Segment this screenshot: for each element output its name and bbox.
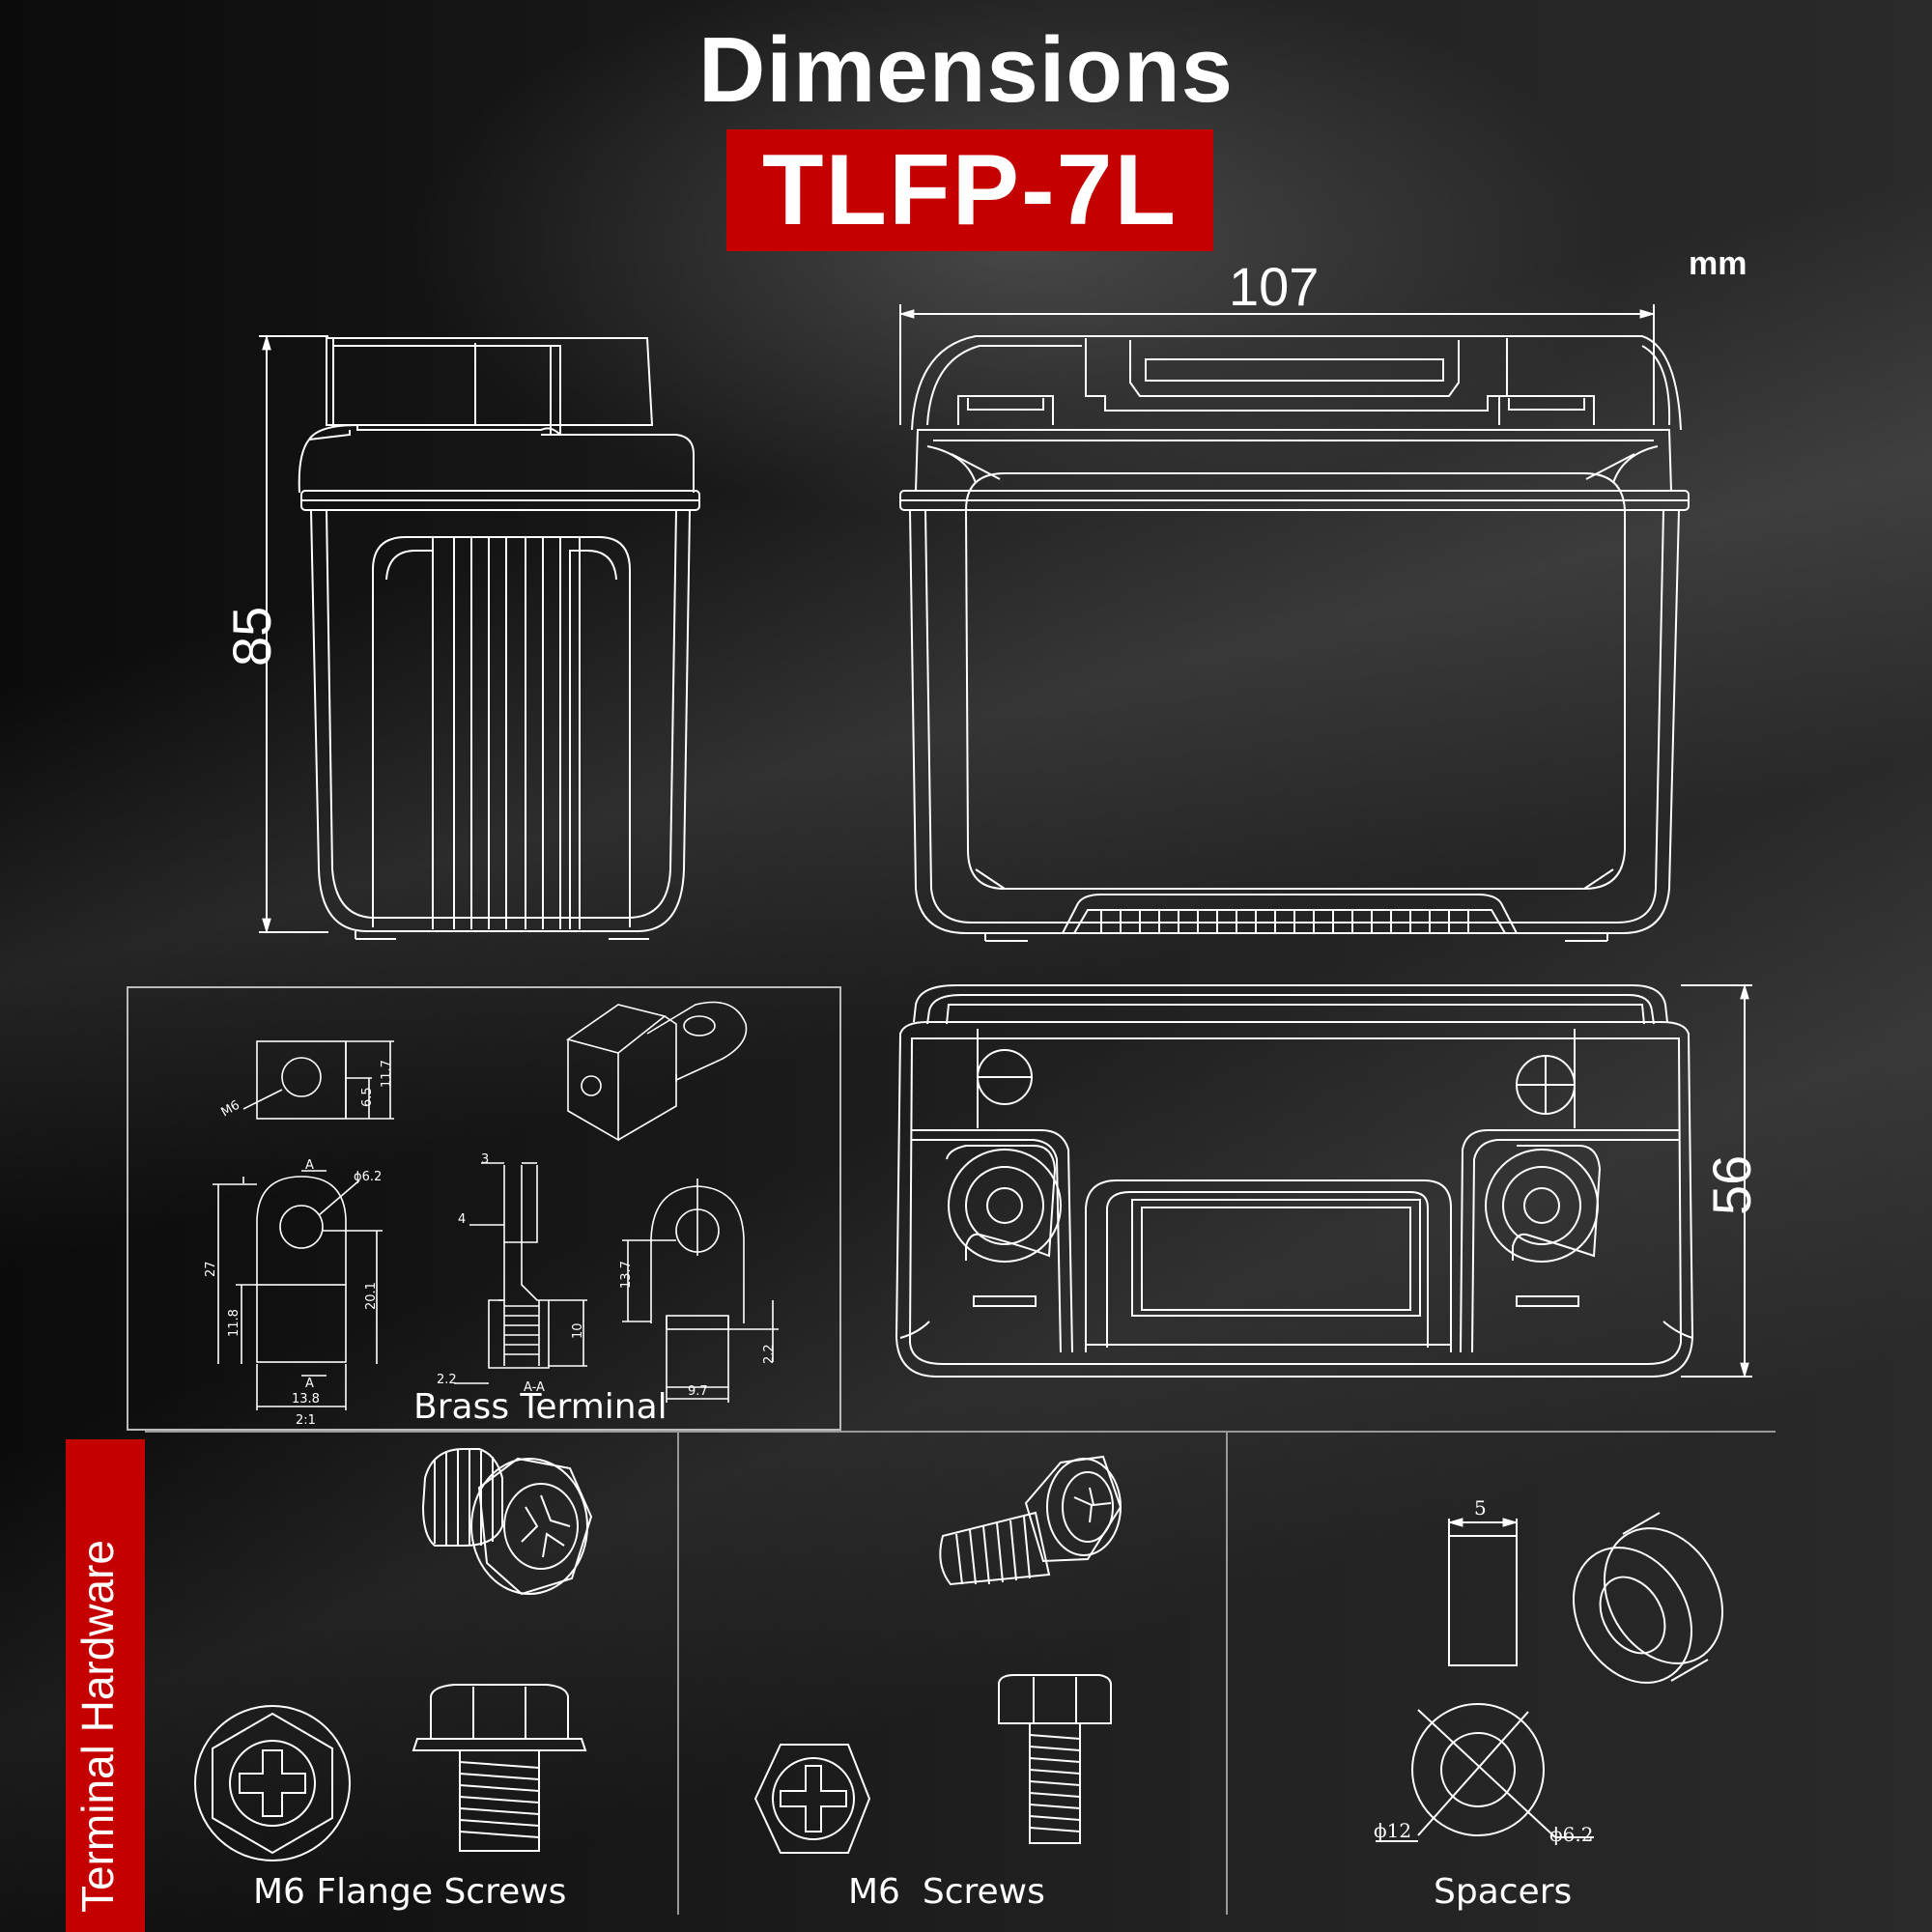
label-27: 27 (204, 1261, 218, 1277)
hardware-dividers (145, 1431, 1776, 1915)
label-3: 3 (481, 1152, 489, 1167)
label-4: 4 (458, 1212, 466, 1227)
spacer-outer-label: ϕ12 (1374, 1819, 1411, 1842)
label-11-8: 11.8 (227, 1309, 242, 1337)
depth-dimension-line (1681, 983, 1752, 1378)
label-a-top: A (305, 1158, 314, 1173)
spacer-inner-label: ϕ6.2 (1549, 1823, 1593, 1846)
label-m6: M6 (219, 1098, 242, 1121)
spacer-top (1376, 1703, 1594, 1842)
brass-terminal-caption: Brass Terminal (413, 1387, 668, 1427)
battery-side-view (298, 337, 700, 940)
label-6-5: 6.5 (360, 1087, 375, 1107)
label-phi-6-2: ϕ6.2 (354, 1170, 382, 1184)
brass-terminal-drawing (213, 1001, 779, 1410)
label-13-8: 13.8 (292, 1392, 320, 1406)
terminal-hardware-tab (66, 1439, 145, 1932)
spacers-caption: Spacers (1434, 1872, 1573, 1912)
flange-screw-3d (421, 1448, 593, 1596)
terminal-hardware-label: Terminal Hardware (72, 1539, 123, 1913)
m6-screws-caption: M6 Screws (848, 1872, 1045, 1912)
label-a-bottom: A (305, 1377, 314, 1391)
flange-screws-caption: M6 Flange Screws (253, 1872, 567, 1912)
spacer-side (1447, 1518, 1519, 1666)
m6-screw-3d (939, 1455, 1122, 1586)
page-title: Dimensions (697, 18, 1235, 122)
terminal-detail-panel (127, 986, 841, 1431)
m6-screw-top (753, 1744, 871, 1854)
battery-front-view (899, 335, 1690, 942)
label-11-7: 11.7 (380, 1060, 394, 1088)
spacer-width-label: 5 (1474, 1496, 1487, 1520)
battery-top-view (895, 984, 1694, 1378)
width-dimension-line (898, 304, 1656, 425)
label-2-2-a: 2.2 (437, 1373, 457, 1387)
label-scale: 2:1 (296, 1413, 316, 1428)
terminal-dimension-labels: M6 6.5 11.7 A ϕ6.2 27 11.8 20.1 A 13.8 2… (204, 1060, 777, 1428)
label-9-7: 9.7 (688, 1384, 708, 1399)
m6-screw-side (998, 1674, 1112, 1844)
label-20-1: 20.1 (364, 1282, 379, 1310)
flange-screw-top (194, 1705, 351, 1861)
label-2-2-b: 2.2 (762, 1344, 777, 1364)
flange-screw-side (412, 1684, 587, 1852)
label-10: 10 (571, 1322, 585, 1339)
width-dimension: 107 (1229, 256, 1320, 317)
model-badge: TLFP-7L (726, 129, 1213, 251)
height-dimension-line (259, 334, 328, 934)
label-13-7: 13.7 (619, 1261, 634, 1289)
spacer-3d (1573, 1512, 1723, 1684)
label-a-a: A-A (524, 1380, 545, 1395)
unit-label: mm (1689, 245, 1747, 282)
